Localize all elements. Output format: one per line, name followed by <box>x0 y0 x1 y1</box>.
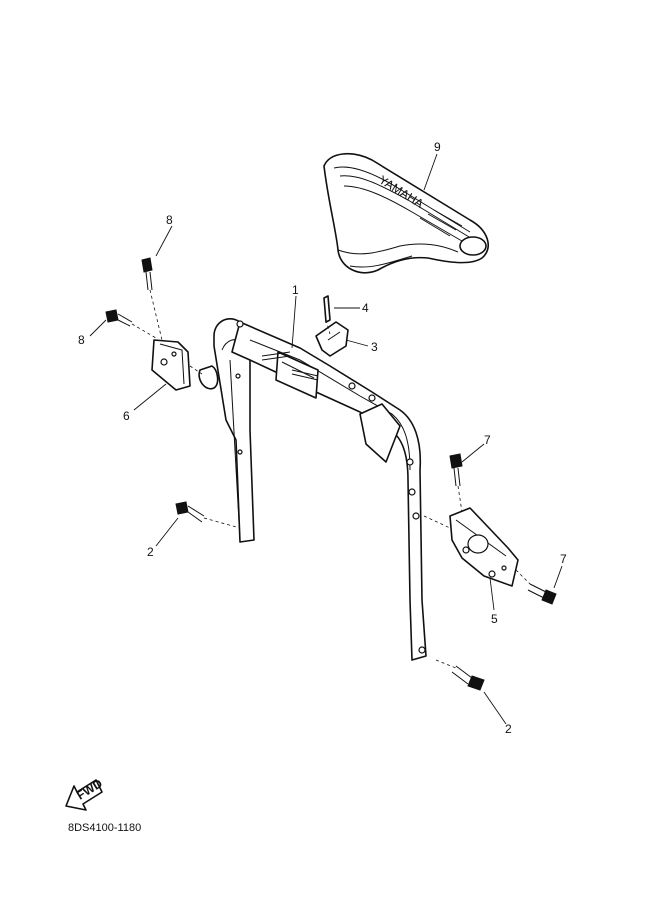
callout-7-upper: 7 <box>484 433 491 447</box>
callout-5: 5 <box>491 612 498 626</box>
seat-part-9: YAMAHA <box>323 153 490 274</box>
rivet-part-4 <box>323 295 331 323</box>
callout-6: 6 <box>123 409 130 423</box>
bracket-part-6 <box>151 339 219 391</box>
callout-3: 3 <box>371 340 378 354</box>
callout-2-left: 2 <box>147 545 154 559</box>
handle-pole-part-1 <box>213 318 427 661</box>
callout-2-right: 2 <box>505 722 512 736</box>
callout-9: 9 <box>434 140 441 154</box>
bolt-part-8-upper <box>141 257 153 291</box>
callout-8-side: 8 <box>78 333 85 347</box>
callouts: 9 8 8 1 4 3 6 7 2 7 5 2 <box>78 140 567 736</box>
bolt-part-2-left <box>175 501 205 523</box>
bolt-part-7-upper <box>449 453 463 487</box>
clip-part-3 <box>315 321 349 357</box>
bolt-part-7-lower <box>527 583 557 605</box>
assembly-lines <box>131 289 531 669</box>
callout-7-lower: 7 <box>560 552 567 566</box>
bolt-part-2-right <box>451 665 485 691</box>
fwd-arrow-icon: FWD <box>65 776 105 811</box>
leader-lines <box>89 153 563 725</box>
callout-8-upper: 8 <box>166 213 173 227</box>
bolt-part-8-side <box>105 309 133 327</box>
callout-4: 4 <box>362 301 369 315</box>
callout-1: 1 <box>292 283 299 297</box>
plate-part-5 <box>449 507 519 587</box>
drawing-code: 8DS4100-1180 <box>68 822 142 834</box>
